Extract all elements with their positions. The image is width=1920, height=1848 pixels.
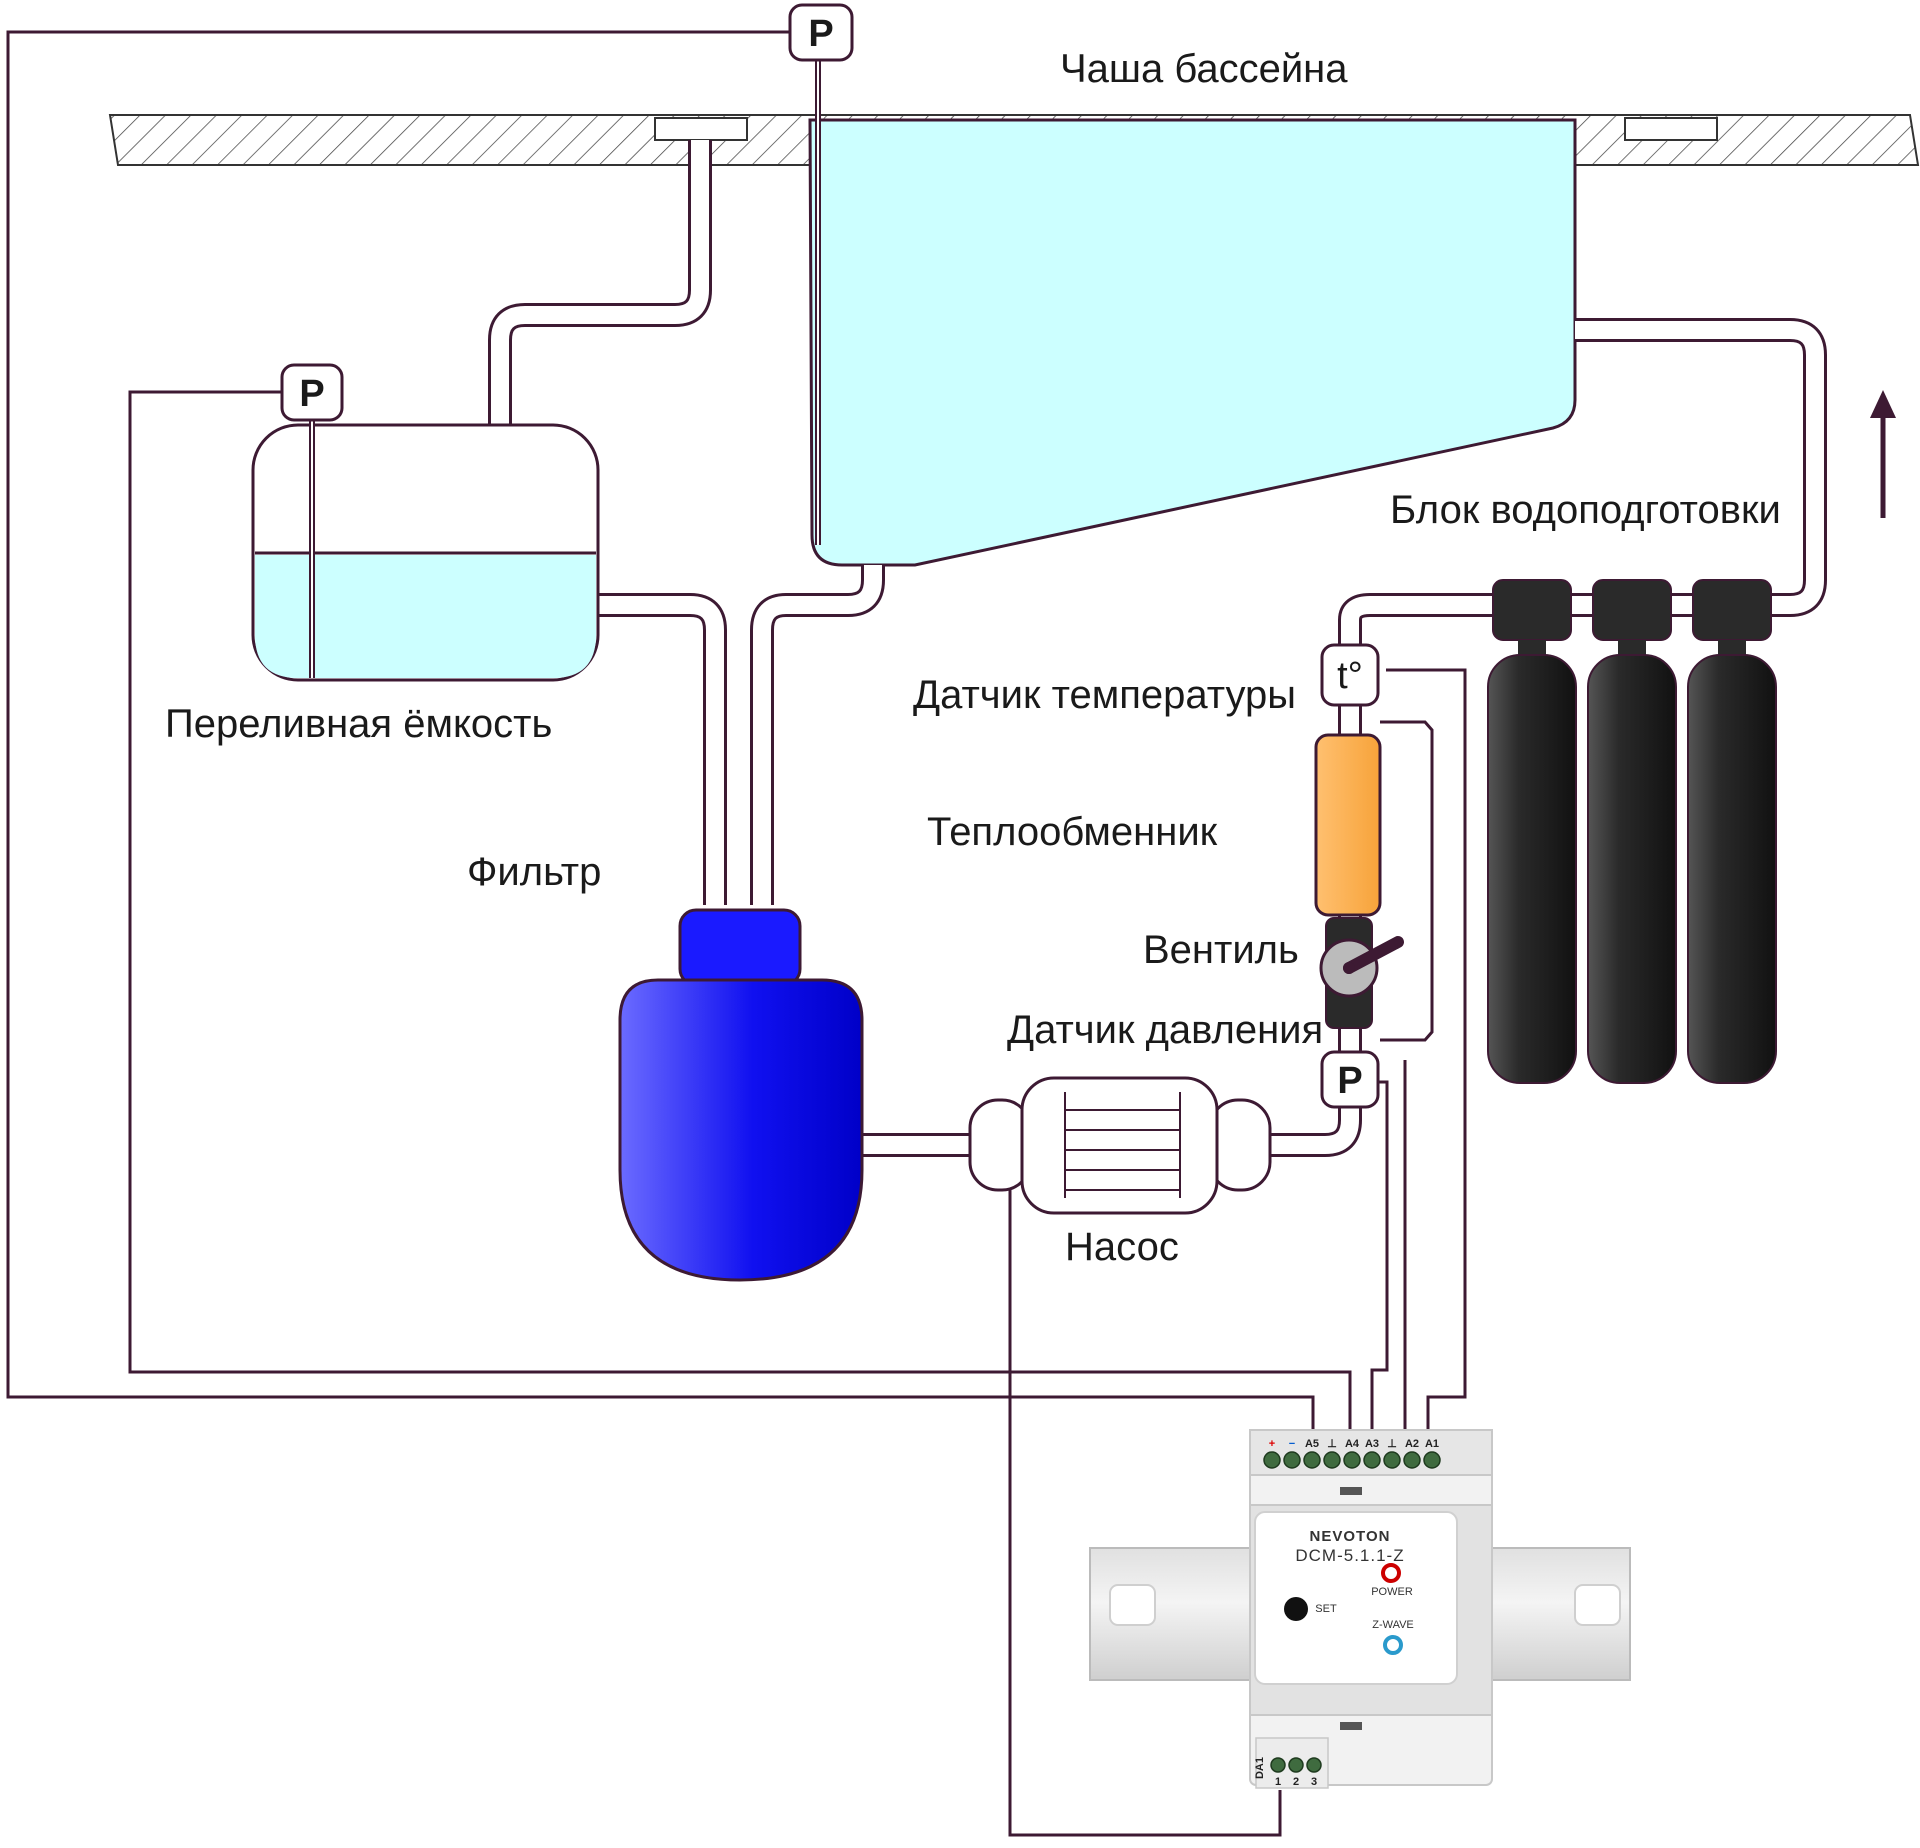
pump — [968, 1076, 1272, 1215]
overflow-tank — [251, 420, 600, 682]
svg-text:A2: A2 — [1405, 1438, 1419, 1450]
controller: + − A5 ⊥ A4 A3 ⊥ A2 A1 NEVOTON DCM-5.1.1… — [1249, 1429, 1493, 1789]
svg-text:P: P — [808, 13, 833, 55]
svg-text:−: − — [1289, 1438, 1295, 1450]
svg-text:DA1: DA1 — [1254, 1757, 1266, 1779]
heat-exchanger — [1314, 733, 1382, 917]
svg-text:⊥: ⊥ — [1327, 1438, 1337, 1450]
zwave-led-icon — [1383, 1635, 1403, 1655]
bottom-terminal-block: DA1 1 2 3 — [1254, 1737, 1329, 1789]
canister-3 — [1687, 579, 1777, 1084]
pressure-sensor-pump: P — [1320, 1050, 1380, 1109]
pipes — [488, 140, 1827, 1157]
flow-arrow-icon — [1870, 390, 1896, 518]
set-button[interactable] — [1284, 1597, 1308, 1621]
temperature-sensor: t° — [1320, 643, 1380, 707]
water-treatment-label: Блок водоподготовки — [1390, 488, 1781, 532]
canister-2 — [1587, 579, 1677, 1084]
filter — [618, 908, 864, 1282]
pressure-sensor-label: Датчик давления — [1007, 1008, 1323, 1052]
water-treatment-unit — [1487, 579, 1777, 1084]
pump-label: Насос — [1065, 1225, 1179, 1269]
svg-text:A3: A3 — [1365, 1438, 1379, 1450]
svg-text:1: 1 — [1275, 1776, 1281, 1788]
pressure-sensor-pool: P — [788, 3, 854, 62]
svg-text:+: + — [1269, 1438, 1275, 1450]
temp-sensor-label: Датчик температуры — [913, 673, 1296, 717]
pressure-sensor-tank: P — [280, 363, 344, 422]
svg-text:Z-WAVE: Z-WAVE — [1372, 1619, 1414, 1631]
svg-text:A4: A4 — [1345, 1438, 1360, 1450]
svg-text:P: P — [299, 373, 324, 415]
overflow-tank-label: Переливная ёмкость — [165, 702, 552, 746]
heat-exchanger-label: Теплообменник — [927, 810, 1218, 854]
svg-text:P: P — [1337, 1060, 1362, 1102]
valve-label: Вентиль — [1143, 928, 1299, 972]
pool-bowl-label: Чаша бассейна — [1060, 47, 1348, 91]
svg-text:t°: t° — [1337, 655, 1363, 697]
power-led-icon — [1381, 1563, 1401, 1583]
svg-text:2: 2 — [1293, 1776, 1299, 1788]
svg-text:POWER: POWER — [1371, 1586, 1413, 1598]
svg-text:SET: SET — [1315, 1603, 1337, 1615]
controller-model: DCM-5.1.1-Z — [1295, 1546, 1404, 1565]
svg-text:⊥: ⊥ — [1387, 1438, 1397, 1450]
signal-wires — [6, 30, 1467, 1837]
svg-text:A1: A1 — [1425, 1438, 1439, 1450]
top-terminal-block: + − A5 ⊥ A4 A3 ⊥ A2 A1 — [1263, 1438, 1441, 1469]
filter-label: Фильтр — [467, 850, 601, 894]
controller-brand: NEVOTON — [1310, 1528, 1391, 1545]
valve — [1319, 917, 1404, 1029]
svg-text:A5: A5 — [1305, 1438, 1319, 1450]
pool-bowl — [808, 118, 1577, 567]
svg-text:3: 3 — [1311, 1776, 1317, 1788]
canister-1 — [1487, 579, 1577, 1084]
